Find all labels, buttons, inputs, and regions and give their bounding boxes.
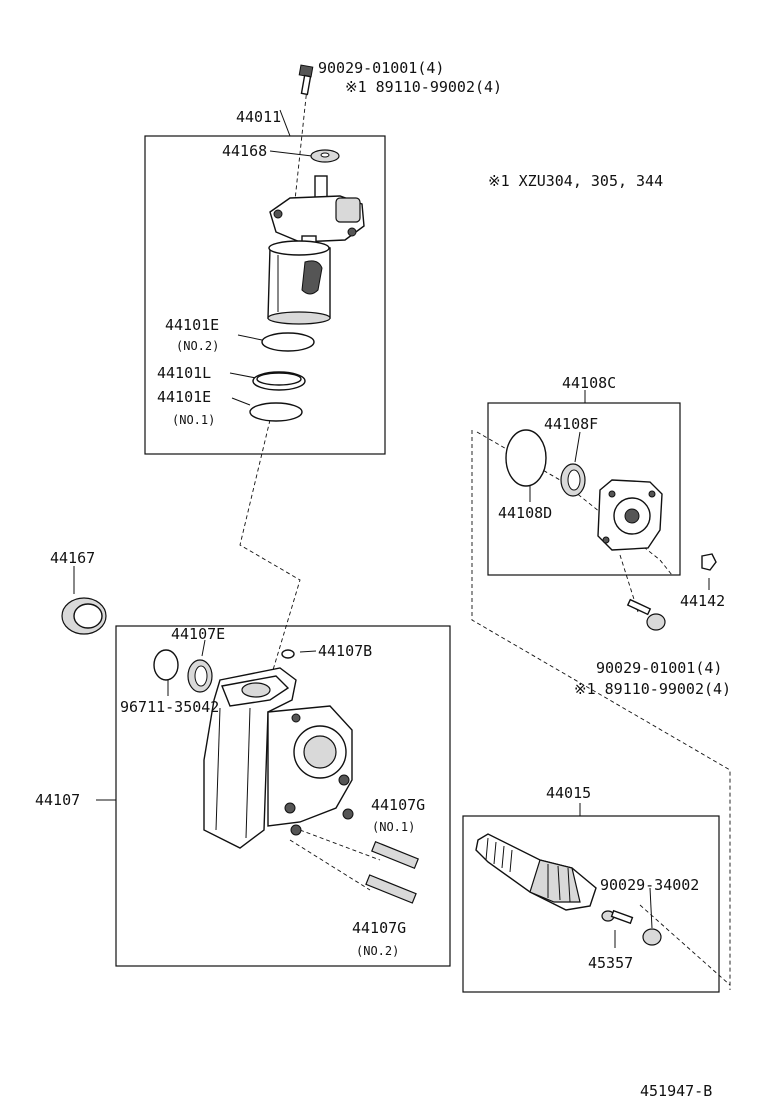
seal-icon-44167 — [61, 597, 107, 635]
cover-icon-44108c — [597, 479, 663, 551]
housing-box — [115, 625, 451, 967]
axis-line-shaft — [639, 904, 731, 986]
oring-icon-44107b — [281, 649, 295, 659]
label-44108d: 44108D — [498, 504, 552, 522]
valve-assy-box — [144, 135, 386, 455]
cover-assy-box — [487, 402, 681, 576]
leader-44107e — [201, 639, 206, 657]
label-90029-34002: 90029-34002 — [600, 876, 699, 894]
label-44101e-2: 44101E — [165, 316, 219, 334]
leader-44011 — [279, 109, 291, 137]
oring-icon-44101e-2 — [261, 332, 315, 352]
leader-44168 — [269, 150, 313, 157]
label-44101e-1: 44101E — [157, 388, 211, 406]
label-note: ※1 XZU304, 305, 344 — [488, 172, 663, 190]
axis-line-bolt — [294, 87, 308, 201]
ring-icon-44101l — [252, 371, 306, 391]
label-44011: 44011 — [236, 108, 281, 126]
seal-icon-44107e — [187, 659, 213, 693]
bolt-icon-top — [298, 64, 314, 96]
label-44107: 44107 — [35, 791, 80, 809]
axis-line-cover — [476, 431, 673, 576]
bolt-icon-right — [626, 598, 666, 631]
washer-icon-44168 — [310, 149, 340, 163]
label-44108f: 44108F — [544, 415, 598, 433]
label-44107b: 44107B — [318, 642, 372, 660]
label-bolt-top-1: 90029-01001(4) — [318, 59, 444, 77]
leader-90029-34002 — [649, 887, 653, 929]
label-44015: 44015 — [546, 784, 591, 802]
label-44101e-2-sub: (NO.2) — [176, 339, 219, 353]
label-44107g-2-sub: (NO.2) — [356, 944, 399, 958]
label-44107e: 44107E — [171, 625, 225, 643]
label-44107g-1-sub: (NO.1) — [372, 820, 415, 834]
diagram-id: 451947-B — [640, 1082, 712, 1100]
valve-body-icon — [267, 175, 365, 325]
label-bolt-top-2: ※1 89110-99002(4) — [345, 78, 502, 96]
label-44101l: 44101L — [157, 364, 211, 382]
shaft-icon-44015 — [475, 833, 597, 911]
screw-icon-45357 — [601, 909, 634, 925]
leader-44101e-1 — [231, 397, 251, 406]
axis-line-stud2 — [289, 839, 371, 891]
stud-icon-44107g-1 — [371, 840, 419, 870]
axis-line-stud1 — [299, 829, 381, 861]
axis-line-right — [471, 430, 731, 990]
leader-44107b — [299, 650, 317, 653]
label-44101e-1-sub: (NO.1) — [172, 413, 215, 427]
label-44107g-2: 44107G — [352, 919, 406, 937]
gear-housing-icon — [203, 667, 354, 849]
oring-icon-44101e-1 — [249, 402, 303, 422]
axis-line-valve — [239, 419, 301, 681]
leader-44101e-2 — [237, 334, 263, 341]
nut-icon-44142 — [701, 553, 717, 571]
label-44142: 44142 — [680, 592, 725, 610]
label-44168: 44168 — [222, 142, 267, 160]
seal-icon-44108f — [560, 463, 586, 497]
plug-icon-90029-34002 — [642, 928, 662, 946]
label-bolt-right-1: 90029-01001(4) — [596, 659, 722, 677]
leader-44101l — [229, 372, 257, 379]
label-96711: 96711-35042 — [120, 698, 219, 716]
oring-icon-44108d — [505, 429, 547, 487]
shaft-assy-box — [462, 815, 720, 993]
label-44108c: 44108C — [562, 374, 616, 392]
oring-icon-96711 — [153, 649, 179, 681]
label-45357: 45357 — [588, 954, 633, 972]
label-44167: 44167 — [50, 549, 95, 567]
stud-icon-44107g-2 — [365, 874, 417, 904]
leader-44108f — [574, 431, 581, 463]
label-bolt-right-2: ※1 89110-99002(4) — [574, 680, 731, 698]
label-44107g-1: 44107G — [371, 796, 425, 814]
